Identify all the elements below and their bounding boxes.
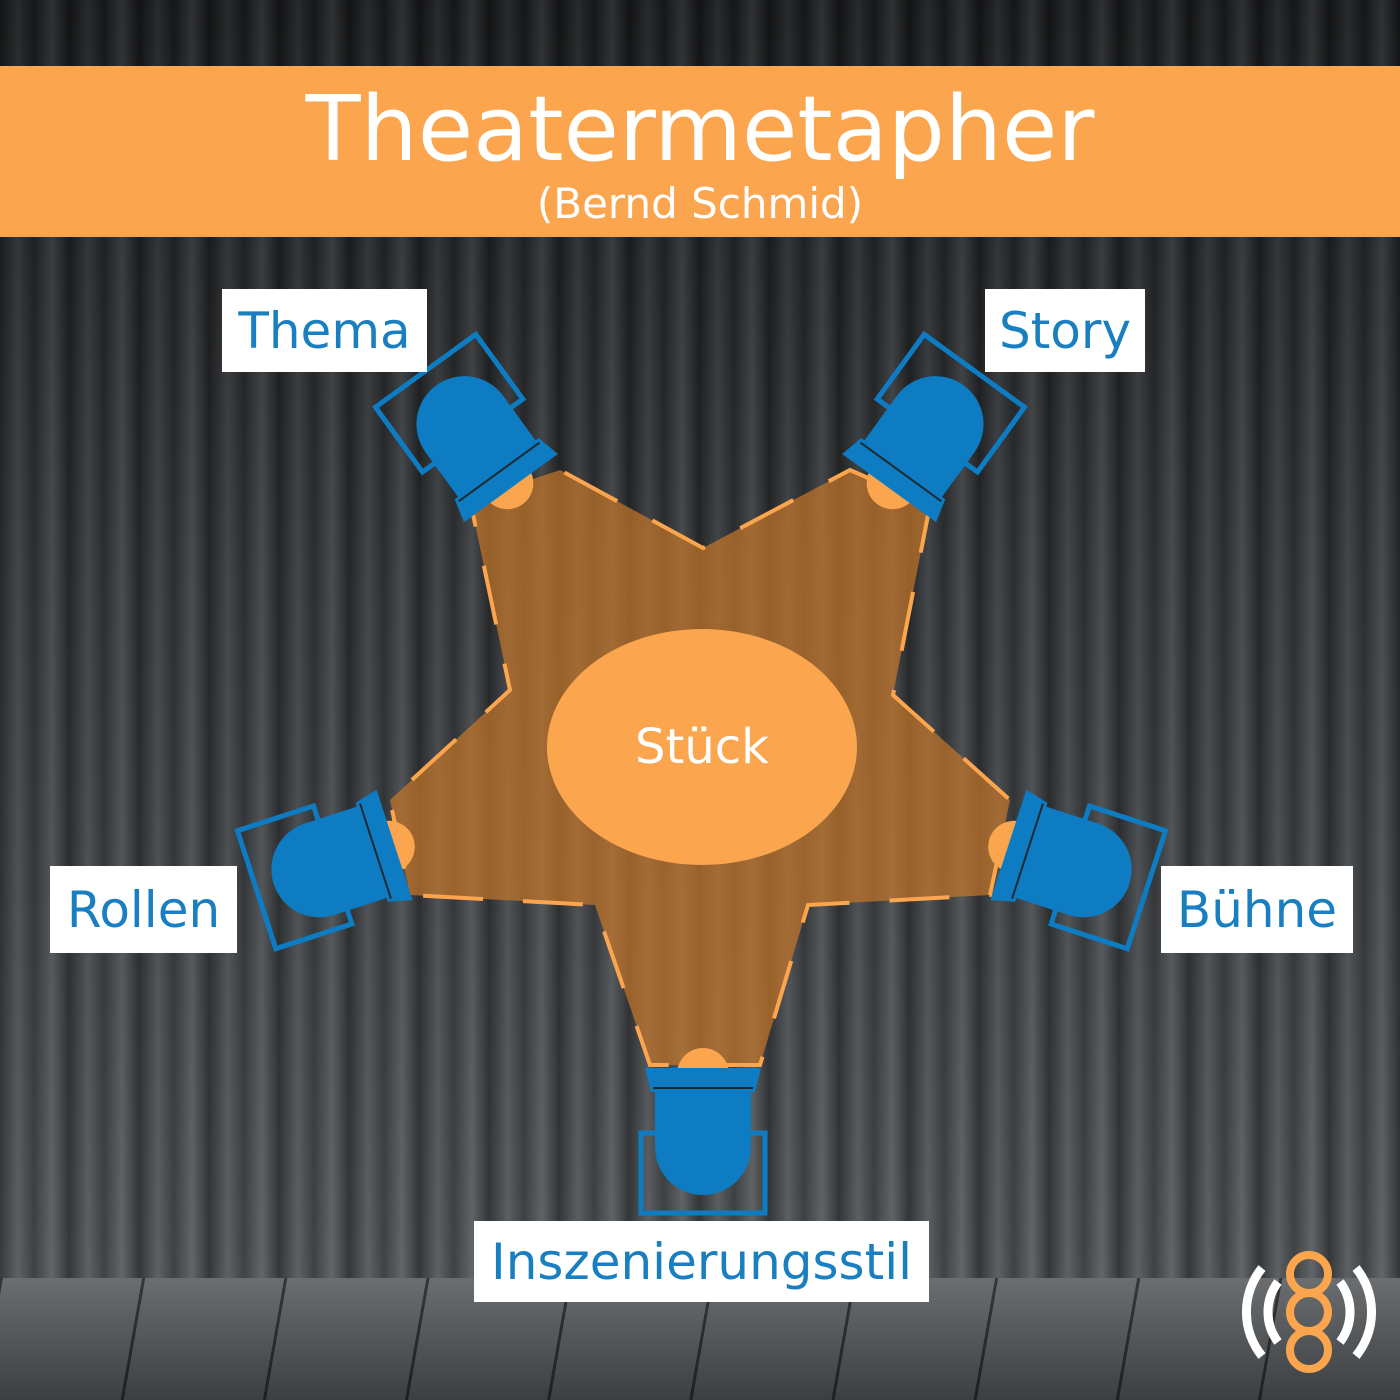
title-banner: Theatermetapher (Bernd Schmid) — [0, 66, 1400, 237]
label-rollen: Rollen — [50, 866, 237, 953]
label-story: Story — [985, 289, 1145, 372]
label-buehne: Bühne — [1161, 866, 1353, 953]
broadcast-chain-logo-icon — [1241, 1251, 1377, 1373]
center-label: Stück — [635, 719, 769, 775]
page-subtitle: (Bernd Schmid) — [536, 179, 864, 228]
spotlight-icon-inszenierungsstil — [641, 1048, 765, 1213]
page-title: Theatermetapher — [305, 77, 1095, 182]
label-inszenierungsstil: Inszenierungsstil — [474, 1221, 929, 1302]
label-thema: Thema — [222, 289, 427, 372]
center-ellipse — [547, 629, 857, 865]
